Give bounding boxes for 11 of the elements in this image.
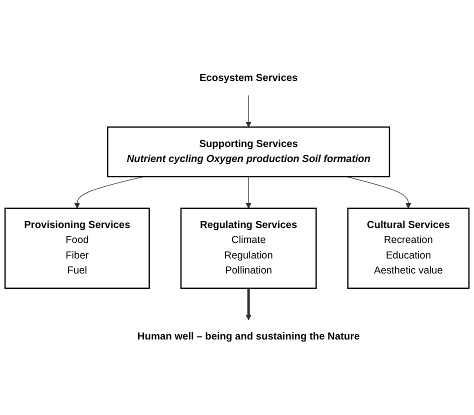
- arrow: [246, 176, 252, 208]
- node-box: Regulating Services Climate Regulation Pollination: [180, 208, 317, 289]
- node-box: Provisioning Services Food Fiber Fuel: [4, 208, 150, 289]
- node-text: Human well – being and sustaining the Nature: [137, 331, 360, 342]
- arrow: [246, 288, 252, 320]
- arrow: [74, 176, 144, 208]
- arrow: [246, 94, 252, 128]
- arrow: [346, 176, 412, 208]
- node-box: Supporting Services Nutrient cycling Oxygen production Soil formation: [107, 126, 390, 178]
- node-text: Ecosystem Services: [199, 72, 298, 84]
- node-box: Cultural Services Recreation Education Aesthetic value: [347, 208, 470, 289]
